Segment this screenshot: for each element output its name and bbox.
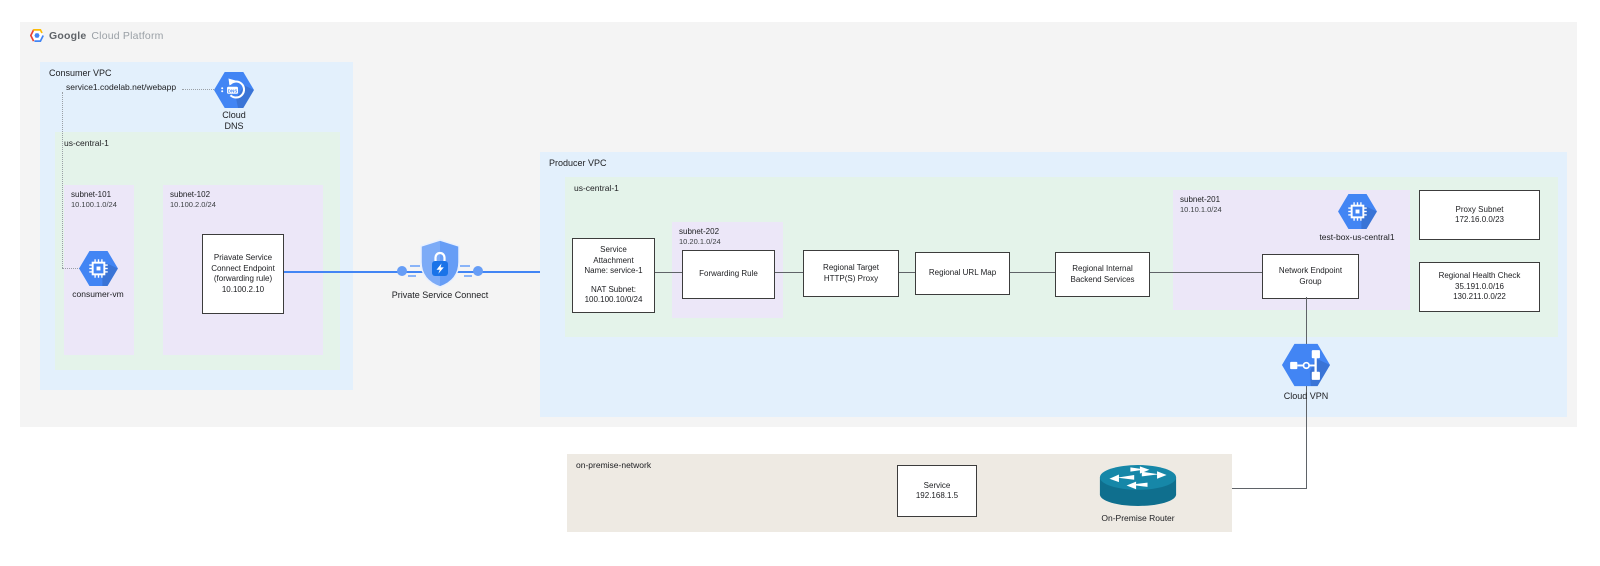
subnet-201-name: subnet-201 [1180,195,1221,204]
dns-icon-text: DNS [228,88,238,93]
cloud-vpn-icon [1281,343,1331,387]
consumer-vpc-title: Consumer VPC [49,68,112,78]
producer-region-title: us-central-1 [574,183,619,193]
connector-backend-neg [1148,272,1262,273]
forwarding-rule-node: Forwarding Rule [682,250,775,299]
dns-vm-dotted-connector-vertical [62,92,63,268]
subnet-101-name: subnet-101 [71,190,112,199]
consumer-vm-icon [79,251,118,286]
subnet-102-name: subnet-102 [170,190,211,199]
on-premise-router-label: On-Premise Router [1101,513,1175,523]
subnet-201-cidr: 10.10.1.0/24 [1180,205,1222,214]
consumer-region-title: us-central-1 [64,138,109,148]
on-premise-network-title: on-premise-network [576,460,652,470]
regional-url-map-node: Regional URL Map [915,252,1010,295]
test-box-label: test-box-us-central1 [1319,232,1395,242]
test-box-vm-icon [1338,194,1377,229]
network-endpoint-group-node: Network Endpoint Group [1262,254,1359,299]
on-premise-service-node: Service 192.168.1.5 [897,465,977,517]
subnet-101-cidr: 10.100.1.0/24 [71,200,117,209]
dns-vm-dotted-connector-horizontal [62,268,80,269]
dns-record-text: service1.codelab.net/webapp [66,82,177,92]
subnet-202-name: subnet-202 [679,227,720,236]
private-service-connect-label: Private Service Connect [391,290,489,300]
regional-health-check-node: Regional Health Check 35.191.0.0/16 130.… [1419,262,1540,312]
gcp-logo: Google Cloud Platform [30,29,164,42]
regional-target-proxy-node: Regional Target HTTP(S) Proxy [803,250,899,297]
consumer-vm-label: consumer-vm [72,289,124,299]
connector-fr-proxy [773,272,803,273]
psc-endpoint-node: Priavate Service Connect Endpoint (forwa… [202,234,284,314]
gcp-logo-text-cloud-platform: Cloud Platform [91,29,164,42]
service-attachment-node: Service Attachment Name: service-1 NAT S… [572,238,655,313]
on-premise-router-icon [1099,465,1177,506]
proxy-subnet-node: Proxy Subnet 172.16.0.0/23 [1419,190,1540,240]
private-service-connect-icon [397,239,483,288]
gcp-logo-text-google: Google [49,29,87,42]
gcp-logo-icon [30,29,44,42]
dns-dotted-connector [182,89,214,90]
producer-vpc-title: Producer VPC [549,158,607,168]
connector-urlmap-backend [1008,272,1055,273]
subnet-202-cidr: 10.20.1.0/24 [679,237,721,246]
cloud-dns-icon: DNS [214,72,254,108]
connector-proxy-urlmap [897,272,915,273]
cloud-vpn-label: Cloud VPN [1283,391,1329,401]
connector-neg-vpn-onprem [1306,297,1307,488]
cloud-dns-label: Cloud DNS [222,110,246,131]
connector-sa-fr [653,272,682,273]
regional-backend-services-node: Regional Internal Backend Services [1055,252,1150,297]
subnet-102-cidr: 10.100.2.0/24 [170,200,216,209]
